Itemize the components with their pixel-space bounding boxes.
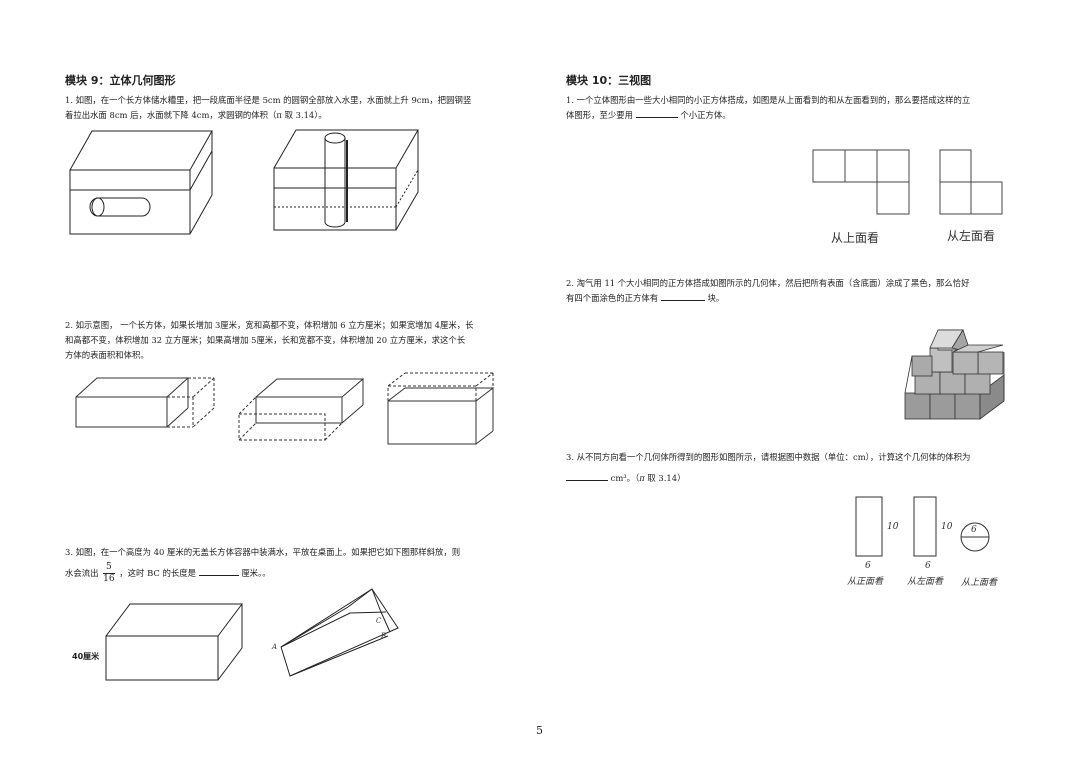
r-q2-answer-blank[interactable]	[660, 292, 705, 301]
r-q2-line1: 2. 淘气用 11 个大小相同的正方体搭成如图所示的几何体，然后把所有表面（含底…	[566, 278, 970, 288]
q3-line1: 3. 如图，在一个高度为 40 厘米的无盖长方体容器中装满水，平放在桌面上。如果…	[65, 547, 461, 557]
q1-line2: 着拉出水面 8cm 后，水面就下降 4cm，求圆钢的体积（π 取 3.14）。	[65, 110, 327, 120]
q1-line1: 1. 如图，在一个长方体储水糟里，把一段底面半径是 5cm 的圆钢全部放入水里，…	[65, 95, 472, 105]
r-q1-caption-left: 从左面看	[947, 229, 996, 243]
r-q3-post: 取 3.14）	[644, 473, 686, 483]
q1-text: 1. 如图，在一个长方体储水糟里，把一段底面半径是 5cm 的圆钢全部放入水里，…	[65, 93, 471, 123]
q3-point-c: C	[376, 617, 382, 625]
q2-line1: 2. 如示意图， 一个长方体，如果长增加 3厘米，宽和高都不变，体积增加 6 立…	[65, 320, 474, 330]
page-number: 5	[536, 724, 543, 737]
r-q1-caption-top: 从上面看	[831, 231, 880, 245]
q3-pre: 水会流出	[65, 568, 99, 578]
r-q3-left-caption: 从左面看	[907, 577, 944, 587]
q3-point-b: B	[381, 632, 387, 640]
r-q3-answer-blank[interactable]	[566, 472, 608, 481]
q3-answer-blank[interactable]	[198, 567, 239, 576]
r-q1-line2-pre: 体图形，至少要用	[566, 110, 633, 120]
r-q2-line2-pre: 有四个面涂色的正方体有	[566, 293, 659, 303]
r-q3-front-caption: 从正面看	[847, 577, 884, 587]
r-q3-front-height: 10	[887, 522, 899, 532]
q3-height-label: 40厘米	[72, 652, 100, 661]
q3-frac-num: 5	[103, 562, 115, 574]
q2-line2: 和高都不变，体积增加 32 立方厘米；如果高增加 5厘米，长和宽都不变，体积增加…	[65, 335, 466, 345]
r-q1-line2-post: 个小正方体。	[680, 110, 731, 120]
q3-text: 3. 如图，在一个高度为 40 厘米的无盖长方体容器中装满水，平放在桌面上。如果…	[65, 545, 460, 585]
r-q3-front-width: 6	[865, 561, 871, 571]
r-q1-answer-blank[interactable]	[635, 109, 678, 118]
r-q3-top-diameter: 6	[971, 525, 977, 535]
q3-mid: ，这时 BC 的长度是	[119, 568, 196, 578]
module9-heading: 模块 9：立体几何图形	[65, 74, 176, 87]
module10-heading: 模块 10：三视图	[566, 74, 652, 87]
r-q1-text: 1. 一个立体图形由一些大小相同的小正方体搭成，如图是从上面看到的和从左面看到的…	[566, 93, 970, 123]
r-q1-line1: 1. 一个立体图形由一些大小相同的小正方体搭成，如图是从上面看到的和从左面看到的…	[566, 95, 971, 105]
r-q3-top-caption: 从上面看	[961, 578, 998, 588]
q3-fraction: 5 16	[103, 562, 115, 585]
r-q3-left-width: 6	[925, 561, 931, 571]
q3-point-a: A	[272, 643, 278, 651]
r-q3-line1: 3. 从不同方向看一个几何体所得到的图形如图所示，请根据图中数据（单位：cm），…	[566, 452, 971, 462]
r-q2-text: 2. 淘气用 11 个大小相同的正方体搭成如图所示的几何体，然后把所有表面（含底…	[566, 276, 970, 306]
r-q3-left-height: 10	[941, 522, 953, 532]
q2-line3: 方体的表面积和体积。	[65, 350, 149, 360]
r-q3-pi: π	[639, 473, 645, 483]
q2-text: 2. 如示意图， 一个长方体，如果长增加 3厘米，宽和高都不变，体积增加 6 立…	[65, 318, 473, 363]
r-q2-line2-post: 块。	[707, 293, 725, 303]
r-q3-text: 3. 从不同方向看一个几何体所得到的图形如图所示，请根据图中数据（单位：cm），…	[566, 450, 970, 486]
r-q3-left-view-rect	[913, 496, 937, 557]
q3-post: 厘米。。	[241, 568, 271, 578]
r-q3-unit: cm³。（	[610, 473, 640, 483]
q3-frac-den: 16	[103, 574, 115, 584]
r-q3-front-view-rect	[855, 496, 883, 557]
